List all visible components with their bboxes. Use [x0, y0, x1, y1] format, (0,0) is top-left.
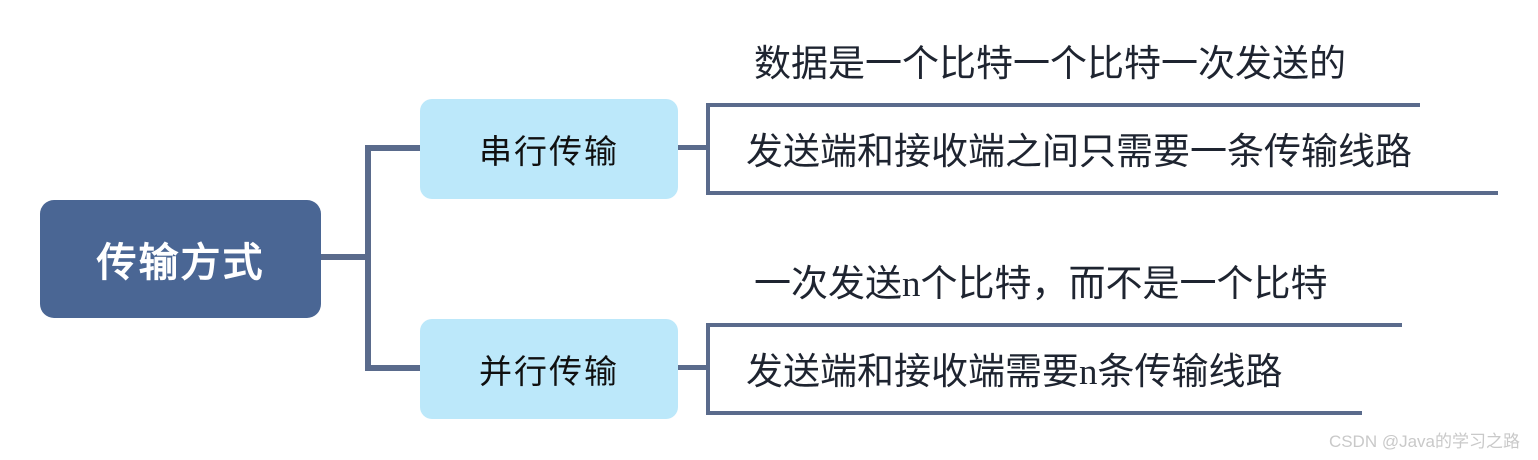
root-node-label: 传输方式	[96, 241, 265, 285]
leaf-rule-serial-middle	[706, 103, 1420, 107]
leaf-rule-parallel-middle	[706, 323, 1402, 327]
leaf-text-parallel-2: 发送端和接收端需要n条传输线路	[746, 352, 1283, 393]
connector-serial-to-leaves	[678, 145, 708, 150]
root-node-transmission-mode[interactable]: 传输方式	[40, 200, 321, 318]
leaf-bracket-edge-serial	[706, 103, 710, 195]
leaf-text-serial-2: 发送端和接收端之间只需要一条传输线路	[746, 132, 1412, 173]
branch-node-serial-transmission[interactable]: 串行传输	[420, 99, 678, 199]
connector-root-stub	[321, 254, 371, 260]
branch-node-parallel-transmission[interactable]: 并行传输	[420, 319, 678, 419]
connector-arm-to-serial	[365, 145, 422, 151]
leaf-bracket-edge-parallel	[706, 323, 710, 415]
watermark-label: CSDN @Java的学习之路	[1328, 432, 1520, 451]
branch-node-serial-label: 串行传输	[479, 135, 619, 171]
connector-trunk-vertical	[365, 145, 371, 371]
branch-node-parallel-label: 并行传输	[479, 355, 619, 391]
leaf-rule-serial-bottom	[706, 191, 1498, 195]
connector-parallel-to-leaves	[678, 365, 708, 370]
connector-arm-to-parallel	[365, 365, 422, 371]
leaf-text-serial-1: 数据是一个比特一个比特一次发送的	[754, 44, 1346, 85]
leaf-rule-parallel-bottom	[706, 411, 1362, 415]
leaf-text-parallel-1: 一次发送n个比特，而不是一个比特	[754, 264, 1328, 305]
